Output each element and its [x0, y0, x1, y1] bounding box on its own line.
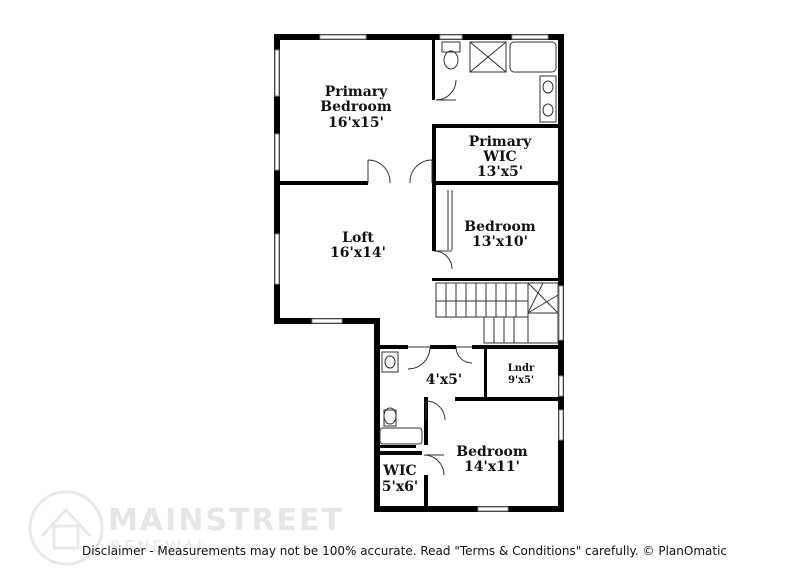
- room-name-line: Primary: [469, 134, 532, 150]
- bathtub: [509, 41, 557, 73]
- room-bedroom-3: Bedroom 14'x11': [456, 444, 528, 475]
- room-dimensions: 5'x6': [382, 479, 418, 495]
- sink-2: [542, 103, 554, 117]
- room-primary-wic: Primary WIC 13'x5': [469, 134, 532, 180]
- room-dimensions: 16'x15': [328, 115, 384, 131]
- room-name-line: Loft: [342, 230, 374, 246]
- toilet-tank: [441, 41, 461, 53]
- room-wic: WIC 5'x6': [382, 463, 418, 495]
- room-name-line: Bedroom: [456, 444, 528, 460]
- room-primary-bedroom: Primary Bedroom 16'x15': [320, 84, 392, 131]
- room-laundry: Lndr 9'x5': [508, 363, 535, 386]
- interior-walls: [280, 40, 558, 512]
- room-dimensions: 9'x5': [508, 375, 534, 386]
- vanity: [539, 75, 557, 123]
- exterior-walls: [274, 34, 564, 512]
- sink-1: [542, 80, 554, 94]
- hall-sink: [381, 351, 399, 373]
- watermark-brand: MAINSTREET: [108, 503, 344, 538]
- doors: [367, 79, 473, 476]
- room-name-line: Primary: [325, 84, 388, 100]
- stairs: [435, 282, 559, 344]
- room-name-line: WIC: [482, 149, 516, 165]
- disclaimer-text: Disclaimer - Measurements may not be 100…: [81, 544, 728, 558]
- room-dimensions: 13'x10': [472, 234, 528, 250]
- room-name-line: WIC: [382, 463, 416, 479]
- room-dimensions: 4'x5': [426, 372, 462, 388]
- hall-bath-fixtures: [379, 351, 423, 445]
- room-loft: Loft 16'x14': [330, 230, 386, 261]
- watermark-house-icon: [28, 490, 104, 566]
- hall-tub: [379, 427, 423, 445]
- watermark: MAINSTREET RENEWAL: [28, 490, 344, 566]
- primary-bath-fixtures: [441, 41, 557, 123]
- room-dimensions: 13'x5': [477, 164, 523, 180]
- shower: [469, 41, 507, 73]
- room-hall-bath: 4'x5': [426, 372, 462, 388]
- watermark-sub: RENEWAL: [110, 537, 209, 556]
- toilet-bowl: [443, 50, 459, 70]
- room-name-line: Lndr: [508, 363, 535, 374]
- room-labels: Primary Bedroom 16'x15' Primary WIC 13'x…: [320, 84, 536, 495]
- room-name-line: Bedroom: [464, 219, 536, 235]
- room-name-line: Bedroom: [320, 99, 392, 115]
- room-dimensions: 16'x14': [330, 245, 386, 261]
- windows: [274, 34, 564, 512]
- room-dimensions: 14'x11': [464, 459, 520, 475]
- room-bedroom-2: Bedroom 13'x10': [464, 219, 536, 250]
